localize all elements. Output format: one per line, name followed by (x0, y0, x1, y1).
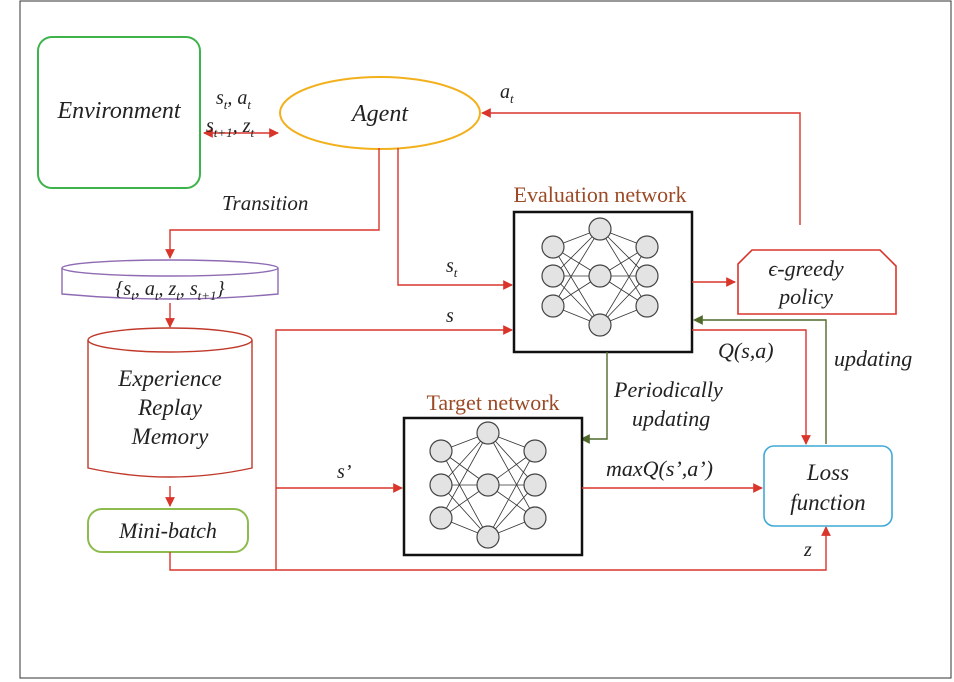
state-to-eval-arrow (397, 148, 513, 290)
periodically-line1: Periodically (613, 377, 723, 402)
periodic-update-arrow (580, 352, 608, 444)
figure-border (19, 0, 952, 679)
loss-line2: function (790, 490, 865, 515)
minibatch-box (87, 508, 249, 553)
minibatch-label: Mini-batch (118, 518, 217, 543)
memory-line2: Replay (137, 395, 203, 420)
agent-ellipse (279, 76, 481, 150)
loss-line1: Loss (806, 460, 849, 485)
reward-bus-arrow (169, 526, 831, 571)
state-action-label: st, at (216, 87, 251, 112)
greedy-line1: ϵ-greedy (768, 256, 843, 281)
neural-network-icon (541, 217, 659, 337)
target-network-title: Target network (426, 390, 559, 415)
q-label: Q(s,a) (718, 338, 774, 363)
transition-buffer (61, 259, 279, 300)
transition-tuple: {st, at, zt, st+1} (115, 278, 224, 303)
action-feedback-arrow (481, 108, 801, 225)
action-label: at (500, 81, 514, 106)
replay-memory-cylinder (87, 327, 253, 478)
memory-line1: Experience (117, 366, 221, 391)
environment-label: Environment (56, 98, 181, 124)
neural-network-icon (429, 421, 547, 549)
transition-arrow (165, 148, 380, 259)
greedy-line2: policy (777, 284, 833, 309)
q-value-arrow (692, 329, 811, 445)
s-to-eval-arrow (275, 325, 513, 570)
s-label: s (446, 305, 454, 327)
agent-label: Agent (350, 101, 409, 127)
max-q-label: maxQ(s’,a’) (606, 456, 713, 481)
next-state-reward-label: st+1, zt (206, 115, 254, 140)
updating-label: updating (834, 346, 912, 371)
eval-network-title: Evaluation network (514, 182, 687, 207)
environment-box (37, 36, 201, 189)
memory-line3: Memory (131, 424, 209, 449)
greedy-policy-box (737, 249, 897, 315)
loss-function-box (763, 445, 893, 527)
periodically-line2: updating (632, 406, 710, 431)
transition-label: Transition (222, 191, 308, 215)
state-eval-label: st (446, 255, 458, 280)
update-arrow (693, 315, 827, 444)
z-label: z (803, 539, 812, 561)
s-prime-label: s’ (337, 461, 352, 483)
